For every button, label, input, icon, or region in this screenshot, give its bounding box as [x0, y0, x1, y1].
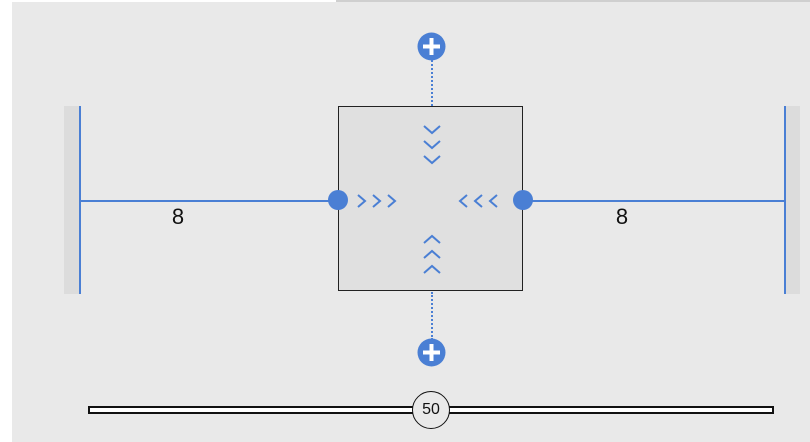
right-parent-edge — [786, 106, 800, 294]
plus-circle-icon — [417, 32, 446, 61]
right-constraint-handle[interactable] — [513, 190, 533, 210]
chevron-down-icon — [423, 125, 441, 165]
chevron-right-icon — [357, 194, 397, 208]
add-top-constraint-button[interactable] — [417, 32, 446, 61]
chevron-left-icon — [458, 194, 498, 208]
right-anchor-line — [784, 106, 786, 294]
left-anchor-line — [79, 106, 81, 294]
left-margin-value[interactable]: 8 — [171, 204, 185, 229]
panel-edge — [0, 0, 12, 442]
top-divider — [336, 0, 810, 2]
top-dotted-connector — [431, 60, 433, 106]
bottom-dotted-connector — [431, 292, 433, 340]
left-constraint-line[interactable] — [81, 200, 338, 202]
left-parent-edge — [64, 106, 80, 294]
chevron-up-icon — [423, 234, 441, 274]
left-constraint-handle[interactable] — [328, 190, 348, 210]
right-constraint-line[interactable] — [523, 200, 784, 202]
add-bottom-constraint-button[interactable] — [417, 338, 446, 367]
bias-slider-thumb[interactable]: 50 — [412, 391, 450, 429]
plus-circle-icon — [417, 338, 446, 367]
right-margin-value[interactable]: 8 — [615, 204, 629, 229]
